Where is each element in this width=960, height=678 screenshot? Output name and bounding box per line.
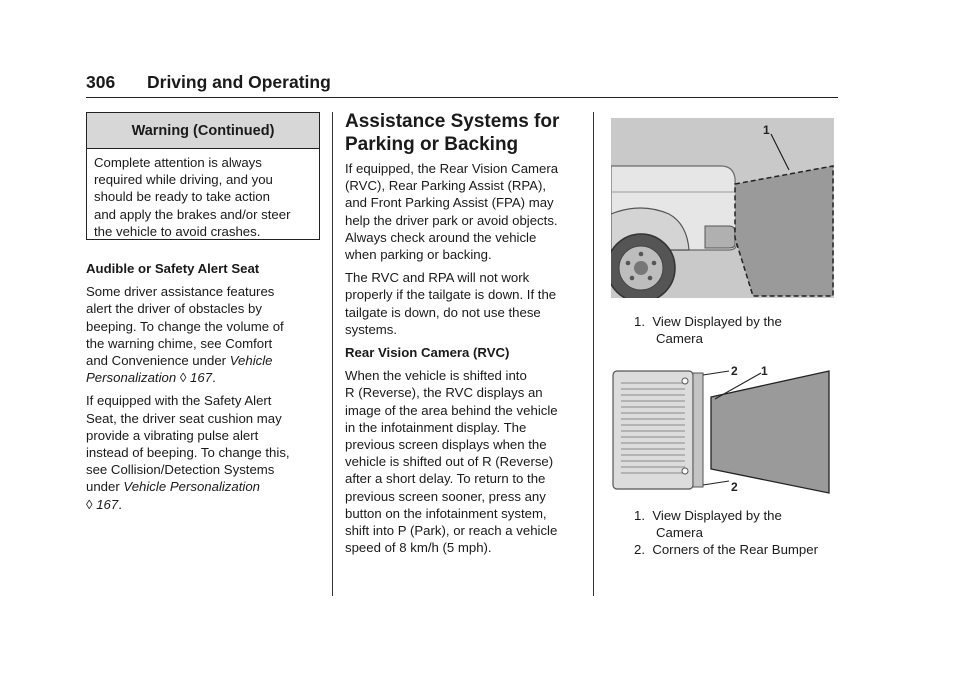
text-line: button on the infotainment system,	[345, 505, 547, 521]
text-line: see Collision/Detection Systems	[86, 462, 275, 478]
figure1-callout-1: 1	[763, 123, 770, 137]
heading-line: Parking or Backing	[345, 134, 519, 155]
text-line: provide a vibrating pulse alert	[86, 427, 259, 443]
text-line: If equipped, the Rear Vision Camera	[345, 161, 559, 176]
cross-reference-link[interactable]: Vehicle Personalization	[123, 479, 261, 495]
subheading-alert-seat: Audible or Safety Alert Seat	[86, 261, 260, 276]
text-line: If equipped with the Safety Alert	[86, 393, 272, 409]
text-line: the warning chime, see Comfort	[86, 335, 273, 351]
column-divider-2	[593, 112, 594, 596]
column-divider-1	[332, 112, 333, 596]
section-title: Driving and Operating	[147, 72, 331, 92]
text-line: previous screen sooner, press any	[345, 488, 546, 504]
warning-line: Complete attention is always	[94, 155, 262, 170]
figure2-callout-2-bottom: 2	[731, 480, 738, 494]
text-line: tailgate is down, do not use these	[345, 304, 541, 320]
page-ref-arrow-icon: ◊	[179, 370, 187, 386]
column-2-text: If equipped, the Rear Vision Camera (RVC…	[345, 160, 583, 562]
caption-text: View Displayed by the	[652, 314, 782, 329]
warning-line: required while driving, and you	[94, 172, 273, 188]
text-line: Some driver assistance features	[86, 284, 275, 300]
caption-number: 1.	[634, 508, 645, 523]
text-line: and Convenience under	[86, 353, 230, 369]
paragraph-alert-volume: Some driver assistance features alert th…	[86, 284, 284, 386]
figure2-callout-2-top: 2	[731, 364, 738, 378]
caption-text: Camera	[656, 331, 703, 347]
text-line: R (Reverse), the RVC displays an	[345, 385, 543, 401]
header-rule	[86, 97, 838, 98]
text-line: alert the driver of obstacles by	[86, 301, 262, 317]
heading-parking-assistance: Assistance Systems for Parking or Backin…	[345, 110, 585, 156]
text-line: (RVC), Rear Parking Assist (RPA),	[345, 178, 547, 194]
cross-reference-link[interactable]: Personalization	[86, 370, 177, 386]
figure-rear-camera-top-view: 2 1 2	[612, 364, 830, 494]
text-line: systems.	[345, 321, 398, 337]
figure1-caption: 1. View Displayed by the Camera	[634, 313, 844, 347]
page-reference[interactable]: 167	[190, 370, 213, 386]
column-1-text: Audible or Safety Alert Seat Some driver…	[86, 260, 322, 519]
heading-line: Assistance Systems for	[345, 111, 560, 132]
paragraph-tailgate: The RVC and RPA will not work properly i…	[345, 269, 583, 338]
text-line: in the infotainment display. The	[345, 419, 527, 435]
warning-box: Warning (Continued) Complete attention i…	[86, 112, 320, 240]
paragraph-rvc: When the vehicle is shifted into R (Reve…	[345, 367, 583, 556]
cross-reference-link[interactable]: Vehicle	[229, 353, 273, 369]
caption-text: View Displayed by the	[652, 508, 782, 523]
page-reference[interactable]: 167	[96, 496, 119, 512]
text-line: properly if the tailgate is down. If the	[345, 287, 557, 303]
caption-text: Corners of the Rear Bumper	[652, 542, 818, 558]
text-line: after a short delay. To return to the	[345, 471, 546, 487]
paragraph-safety-seat: If equipped with the Safety Alert Seat, …	[86, 393, 290, 512]
page-number: 306	[86, 72, 116, 92]
caption-number: 1.	[634, 314, 645, 329]
text-line: Always check around the vehicle	[345, 229, 537, 245]
caption-number: 2.	[634, 542, 645, 558]
warning-line: and apply the brakes and/or steer	[94, 206, 291, 222]
text-line: image of the area behind the vehicle	[345, 402, 558, 418]
warning-line: should be ready to take action	[94, 189, 270, 205]
text-line: under	[86, 479, 124, 495]
figure2-caption: 1. View Displayed by the Camera 2. Corne…	[634, 507, 849, 559]
text-line: speed of 8 km/h (5 mph).	[345, 540, 492, 556]
caption-text: Camera	[656, 525, 703, 541]
subheading-rvc: Rear Vision Camera (RVC)	[345, 345, 510, 361]
paragraph-intro: If equipped, the Rear Vision Camera (RVC…	[345, 160, 583, 263]
warning-title: Warning (Continued)	[87, 113, 319, 149]
text-line: Seat, the driver seat cushion may	[86, 410, 282, 426]
text-line: vehicle is shifted out of R (Reverse)	[345, 454, 554, 470]
text-line: previous screen displays when the	[345, 437, 547, 453]
warning-text: Complete attention is always required wh…	[87, 149, 319, 240]
text-line: When the vehicle is shifted into	[345, 368, 527, 384]
figure2-callout-1: 1	[761, 364, 768, 378]
text-line: and Front Parking Assist (FPA) may	[345, 195, 554, 211]
page-ref-arrow-icon: ◊	[86, 496, 93, 512]
text-line: shift into P (Park), or reach a vehicle	[345, 523, 558, 539]
text-line: instead of beeping. To change this,	[86, 445, 290, 461]
text-line: when parking or backing.	[345, 247, 492, 263]
text-line: The RVC and RPA will not work	[345, 270, 530, 286]
figure-rear-camera-side-view: 1	[611, 118, 834, 298]
text-line: help the driver park or avoid objects.	[345, 212, 558, 228]
warning-line: the vehicle to avoid crashes.	[94, 223, 261, 239]
text-line: beeping. To change the volume of	[86, 318, 284, 334]
